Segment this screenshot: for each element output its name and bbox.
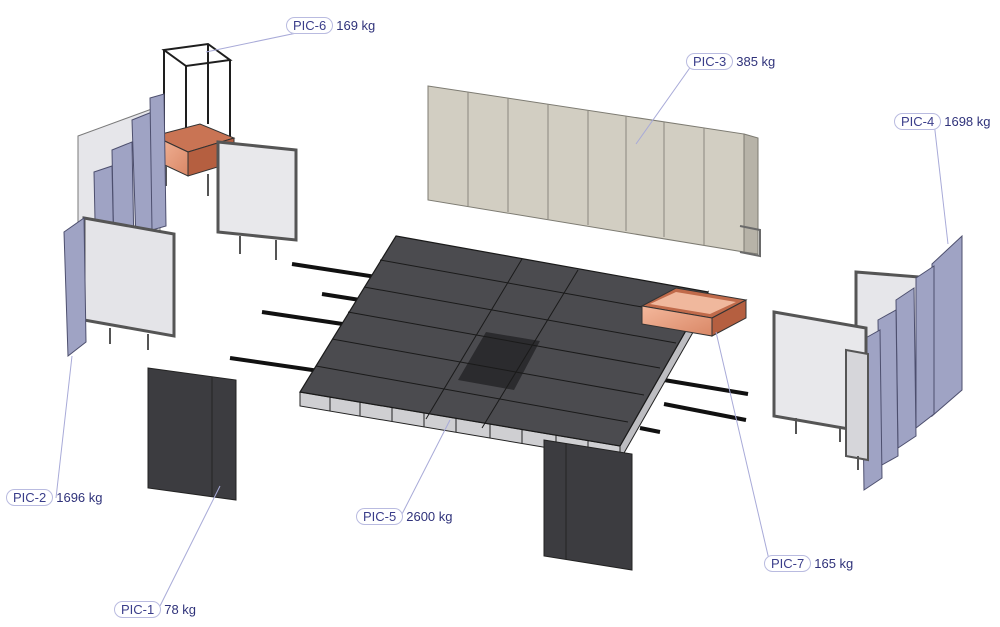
callout-leaders <box>55 25 949 611</box>
front-door-panel <box>543 439 633 571</box>
pic-2-left-screens <box>63 93 298 357</box>
pic-5-main-deck <box>299 235 709 462</box>
callout-id: PIC-1 <box>114 601 162 618</box>
pic-7-copper-box <box>640 287 748 337</box>
callout-weight: 2600 kg <box>406 509 453 524</box>
callout-weight: 1696 kg <box>56 490 103 505</box>
callout-weight: 1698 kg <box>944 114 991 129</box>
pic-3-back-wall <box>427 85 761 258</box>
callout-id: PIC-7 <box>764 555 812 572</box>
pic-4-right-screens <box>772 234 963 491</box>
callout-weight: 165 kg <box>814 556 854 571</box>
callout-id: PIC-6 <box>286 17 334 34</box>
callout-id: PIC-5 <box>356 508 404 525</box>
callout-weight: 78 kg <box>164 602 197 617</box>
callout-id: PIC-3 <box>686 53 734 70</box>
callout-weight: 385 kg <box>736 54 776 69</box>
callout-id: PIC-2 <box>6 489 54 506</box>
callout-weight: 169 kg <box>336 18 376 33</box>
callout-id: PIC-4 <box>894 113 942 130</box>
pic-1-door <box>147 367 237 501</box>
